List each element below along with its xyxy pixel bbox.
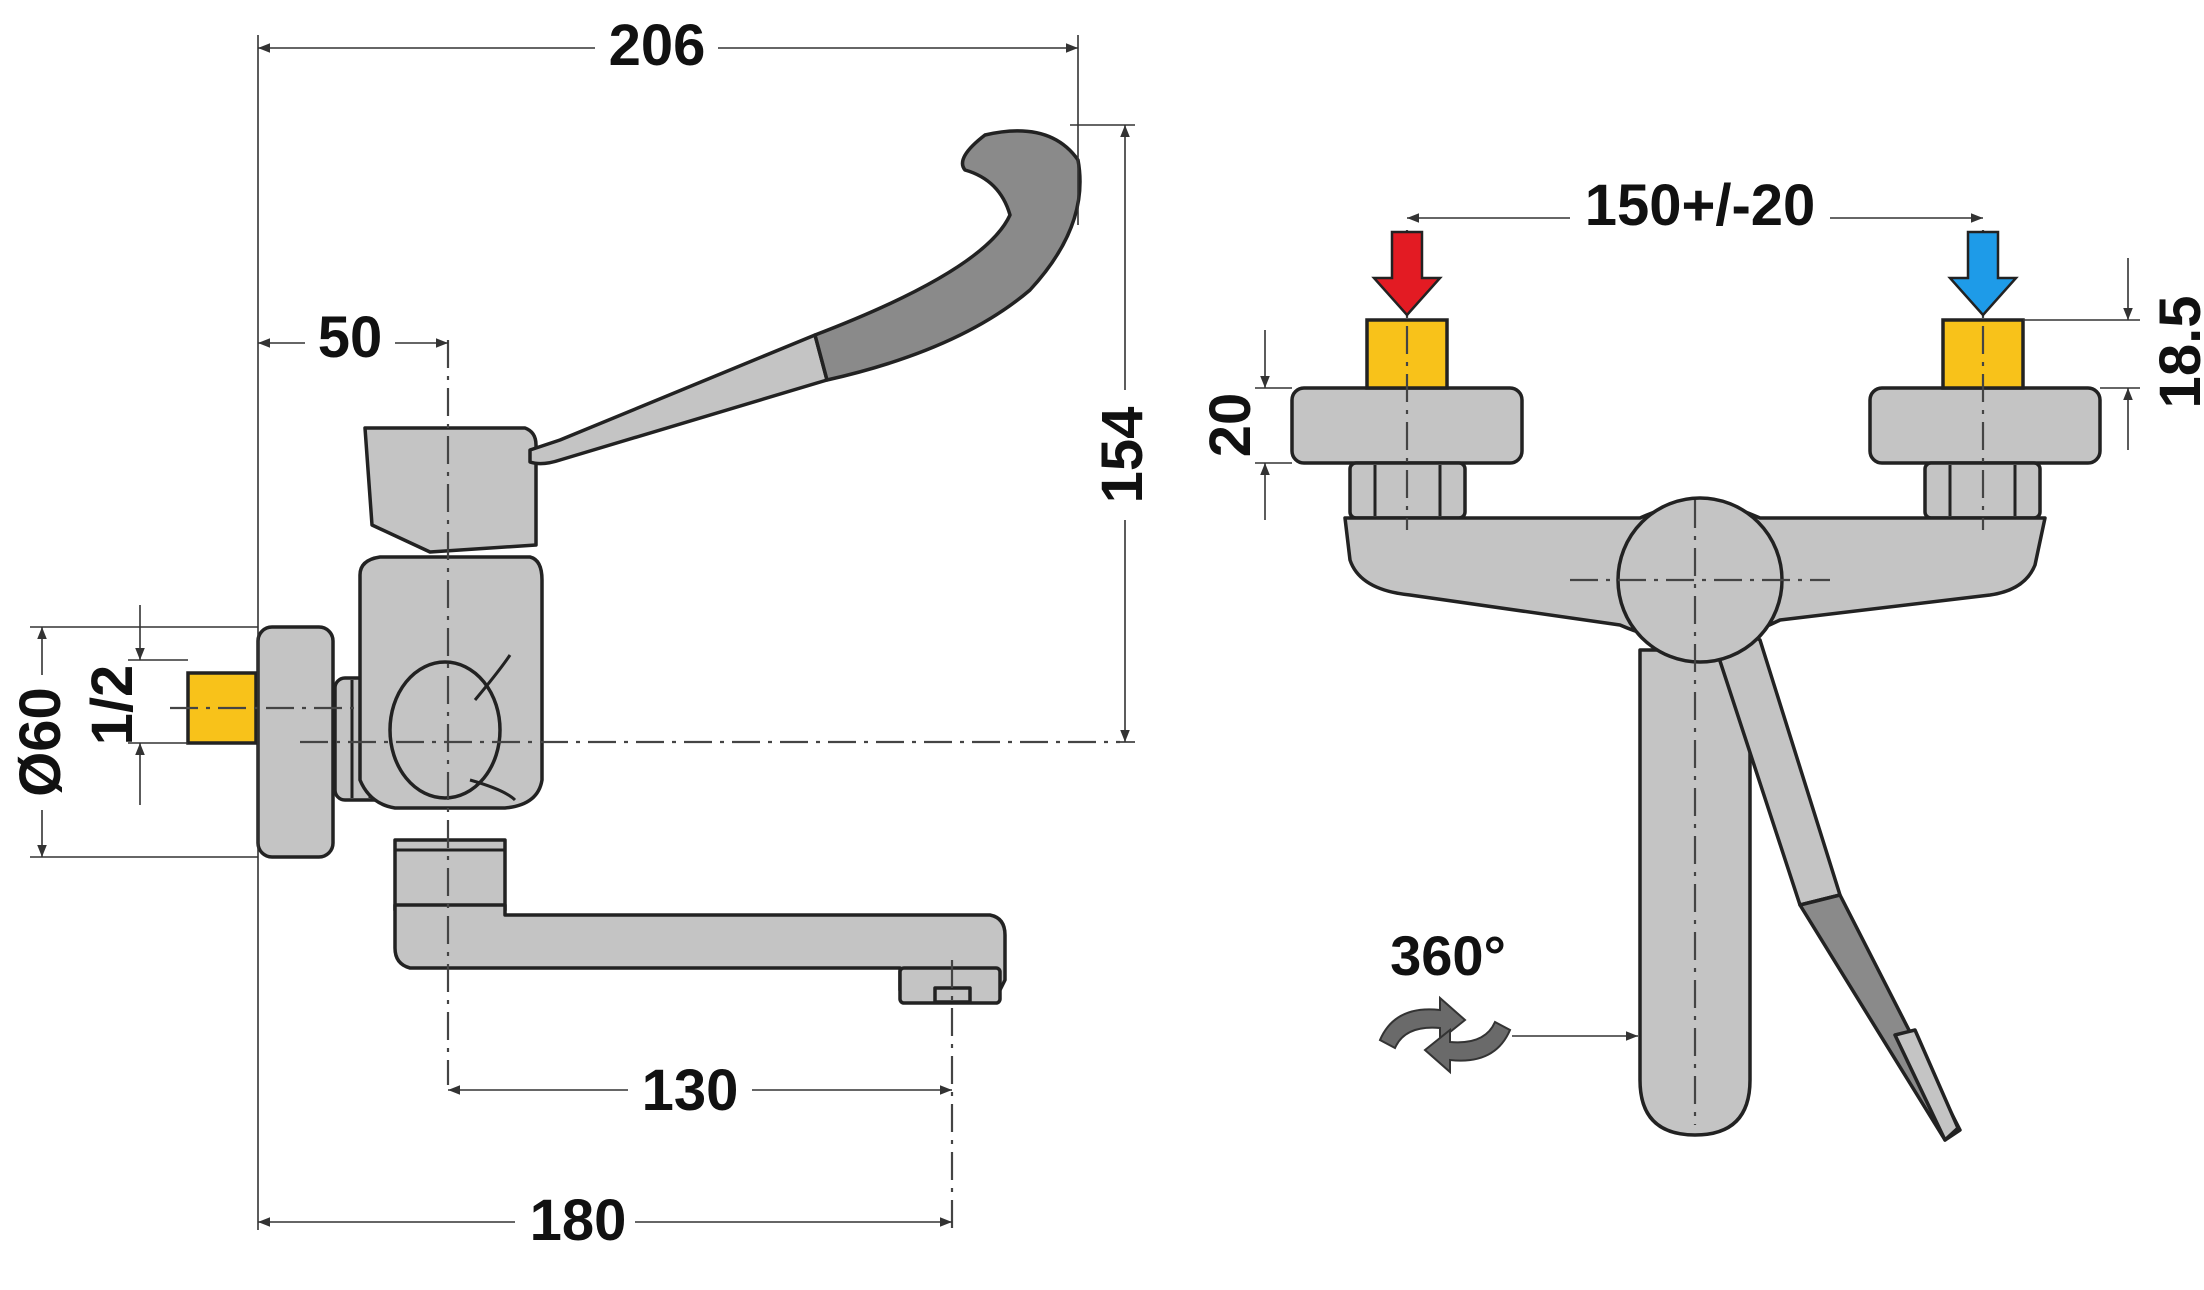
right-flange xyxy=(1868,386,2102,465)
dim-diameter-60: Ø60 xyxy=(8,687,73,797)
dim-50: 50 xyxy=(318,305,383,370)
spout xyxy=(393,903,1007,992)
dim-154: 154 xyxy=(1090,407,1155,504)
lever-paddle xyxy=(813,129,1082,382)
dim-flange-20: 20 xyxy=(1198,393,1263,458)
front-view: 150+/-20 20 18.5 360° xyxy=(1198,173,2204,1142)
rotation-arrows-icon xyxy=(1378,995,1512,1075)
dim-center-distance: 150+/-20 xyxy=(1585,173,1816,238)
rotation-label: 360° xyxy=(1390,924,1506,987)
connector-ball xyxy=(388,660,502,800)
dim-206: 206 xyxy=(609,13,706,78)
side-view: 206 50 154 Ø60 1/2 130 180 xyxy=(8,13,1155,1253)
dim-130: 130 xyxy=(642,1058,739,1123)
dim-180: 180 xyxy=(530,1188,627,1253)
cartridge-housing xyxy=(363,426,538,554)
dim-thread-18-5: 18.5 xyxy=(2148,296,2204,409)
hot-water-arrow-icon xyxy=(1371,230,1443,317)
cold-water-arrow-icon xyxy=(1947,230,2019,317)
front-lever-tip xyxy=(1893,1028,1960,1142)
clinical-lever xyxy=(528,333,829,466)
dim-thread-half-inch: 1/2 xyxy=(80,665,145,746)
